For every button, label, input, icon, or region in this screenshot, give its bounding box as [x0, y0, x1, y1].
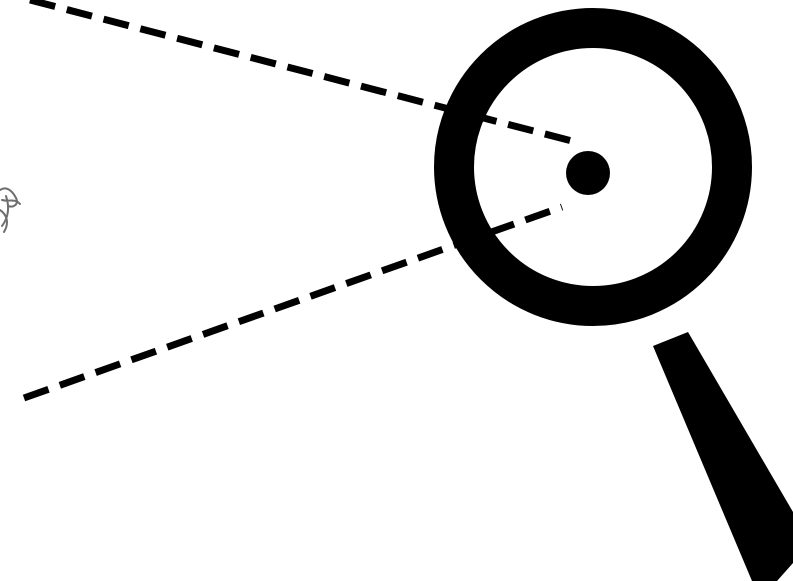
sketch-mark-icon	[0, 188, 20, 232]
focal-point-dot	[566, 151, 610, 195]
magnifier-handle	[653, 332, 793, 581]
